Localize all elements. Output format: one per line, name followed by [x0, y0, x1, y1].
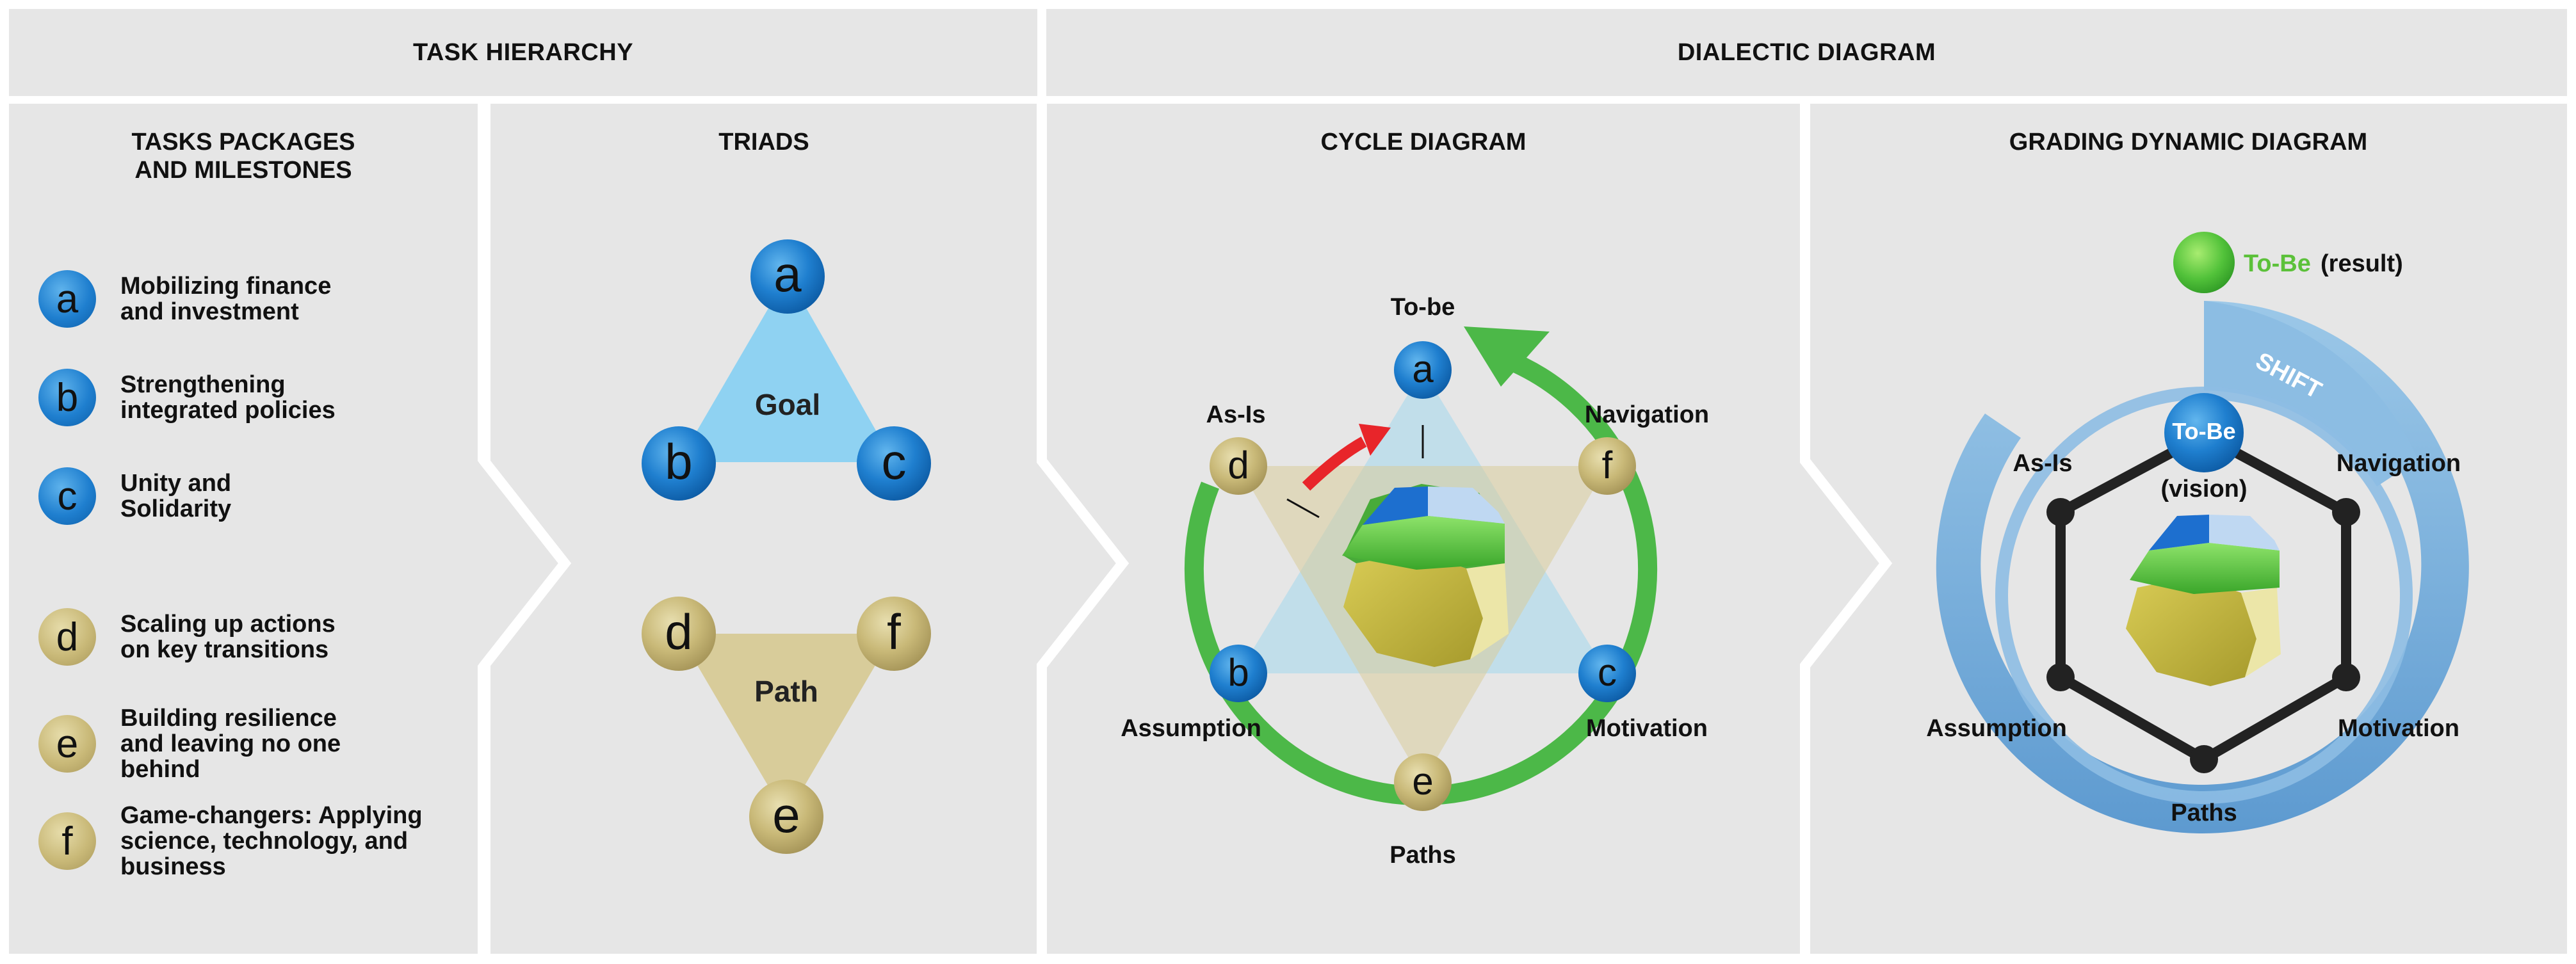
grading-label-as-is: As-Is: [2013, 450, 2073, 477]
panel-tasks: [9, 104, 478, 954]
cycle-node-a: [1394, 341, 1452, 399]
grading-label-assumption: Assumption: [1926, 715, 2067, 742]
path-node-e-letter: e: [772, 787, 800, 843]
cycle-node-c: [1578, 645, 1636, 702]
shift-band-top: [2204, 301, 2418, 486]
cycle-node-e: [1394, 753, 1452, 811]
panel-triads-chevron: [1037, 461, 1118, 666]
goal-node-c-letter: c: [882, 433, 907, 490]
goal-node-b-letter: b: [665, 433, 692, 490]
cycle-label-to-be: To-be: [1391, 294, 1455, 321]
legend-node-f: f: [38, 812, 96, 870]
legend-item-b: b Strengthening integrated policies: [38, 369, 336, 426]
cycle-red-arrowhead: [1359, 424, 1391, 456]
cycle-node-f: [1578, 437, 1636, 495]
cycle-label-motivation: Motivation: [1586, 715, 1708, 742]
dialectic-diagram-title: DIALECTIC DIAGRAM: [1677, 38, 1936, 66]
to-be-vision-sub: (vision): [2160, 476, 2247, 502]
path-triangle: [679, 634, 894, 817]
goal-node-a-letter: a: [774, 246, 802, 302]
cycle-label-assumption: Assumption: [1121, 715, 1261, 742]
legend-label-b: Strengthening integrated policies: [120, 371, 336, 424]
hex-vertex-navigation: [2332, 498, 2360, 526]
legend-item-d: d Scaling up actions on key transitions: [38, 608, 336, 666]
legend-item-f: f Game-changers: Applying science, techn…: [38, 803, 423, 880]
to-be-result-node: [2173, 232, 2235, 293]
legend-item-c: c Unity and Solidarity: [38, 467, 231, 525]
cycle-column-title: CYCLE DIAGRAM: [1320, 129, 1527, 156]
legend-label-c: Unity and Solidarity: [120, 470, 232, 522]
cycle-green-arrowhead: [1464, 326, 1550, 387]
hex-vertex-motivation: [2332, 663, 2360, 691]
triads-column-title: TRIADS: [718, 129, 809, 156]
hex-vertex-as-is: [2046, 498, 2075, 526]
to-be-result-prefix: To-Be: [2244, 250, 2311, 277]
goal-node-a: [750, 239, 825, 314]
legend-node-b: b: [38, 369, 96, 426]
cycle-node-e-letter: e: [1412, 760, 1433, 803]
grading-label-paths: Paths: [2171, 799, 2237, 826]
to-be-result-suffix: (result): [2321, 250, 2403, 277]
cycle-label-as-is: As-Is: [1206, 401, 1266, 428]
panel-triads: [490, 104, 1037, 954]
cycle-node-b: [1210, 645, 1267, 702]
path-label: Path: [754, 675, 818, 708]
legend-node-d: d: [38, 608, 96, 666]
task-hierarchy-header: TASK HIERARCHY: [9, 9, 1037, 96]
legend-item-a: a Mobilizing finance and investment: [38, 270, 331, 328]
cycle-node-d: [1210, 437, 1267, 495]
cycle-polyhedron-icon: [1342, 484, 1509, 667]
to-be-vision-node: [2164, 393, 2244, 472]
path-node-d-letter: d: [665, 604, 692, 660]
hex-vertex-assumption: [2046, 663, 2075, 691]
goal-triangle: [679, 275, 894, 462]
legend-node-a: a: [38, 270, 96, 328]
legend-label-e: Building resilience and leaving no one b…: [120, 705, 341, 783]
legend-label-d: Scaling up actions on key transitions: [120, 611, 336, 663]
cycle-label-navigation: Navigation: [1585, 401, 1709, 428]
cycle-node-f-letter: f: [1602, 444, 1613, 486]
grading-column-title: GRADING DYNAMIC DIAGRAM: [2009, 129, 2368, 156]
goal-node-c: [857, 426, 931, 501]
grading-polyhedron-icon: [2126, 515, 2281, 686]
path-node-e: [749, 780, 823, 854]
dialectic-diagram-header: DIALECTIC DIAGRAM: [1046, 9, 2567, 96]
goal-node-b: [642, 426, 716, 501]
cycle-label-paths: Paths: [1389, 842, 1455, 869]
legend-node-e: e: [38, 715, 96, 773]
to-be-vision-title: To-Be: [2172, 418, 2235, 444]
cycle-node-b-letter: b: [1227, 651, 1249, 694]
tasks-column-title: TASKS PACKAGES AND MILESTONES: [131, 129, 355, 184]
cycle-node-a-letter: a: [1412, 348, 1434, 390]
cycle-red-arrow: [1302, 437, 1367, 491]
hex-vertex-paths: [2190, 745, 2218, 773]
panel-tasks-chevron: [478, 461, 558, 666]
legend-label-f: Game-changers: Applying science, technol…: [120, 802, 423, 880]
panel-cycle-chevron: [1801, 461, 1881, 666]
legend-item-e: e Building resilience and leaving no one…: [38, 705, 341, 782]
path-node-f: [857, 597, 931, 671]
grading-label-navigation: Navigation: [2337, 450, 2461, 477]
legend-node-c: c: [38, 467, 96, 525]
path-node-f-letter: f: [887, 604, 901, 660]
cycle-node-c-letter: c: [1598, 651, 1617, 694]
grading-label-motivation: Motivation: [2338, 715, 2459, 742]
cycle-node-d-letter: d: [1227, 444, 1249, 486]
goal-label: Goal: [755, 388, 820, 421]
path-node-d: [642, 597, 716, 671]
legend-label-a: Mobilizing finance and investment: [120, 273, 332, 325]
task-hierarchy-title: TASK HIERARCHY: [412, 38, 634, 66]
